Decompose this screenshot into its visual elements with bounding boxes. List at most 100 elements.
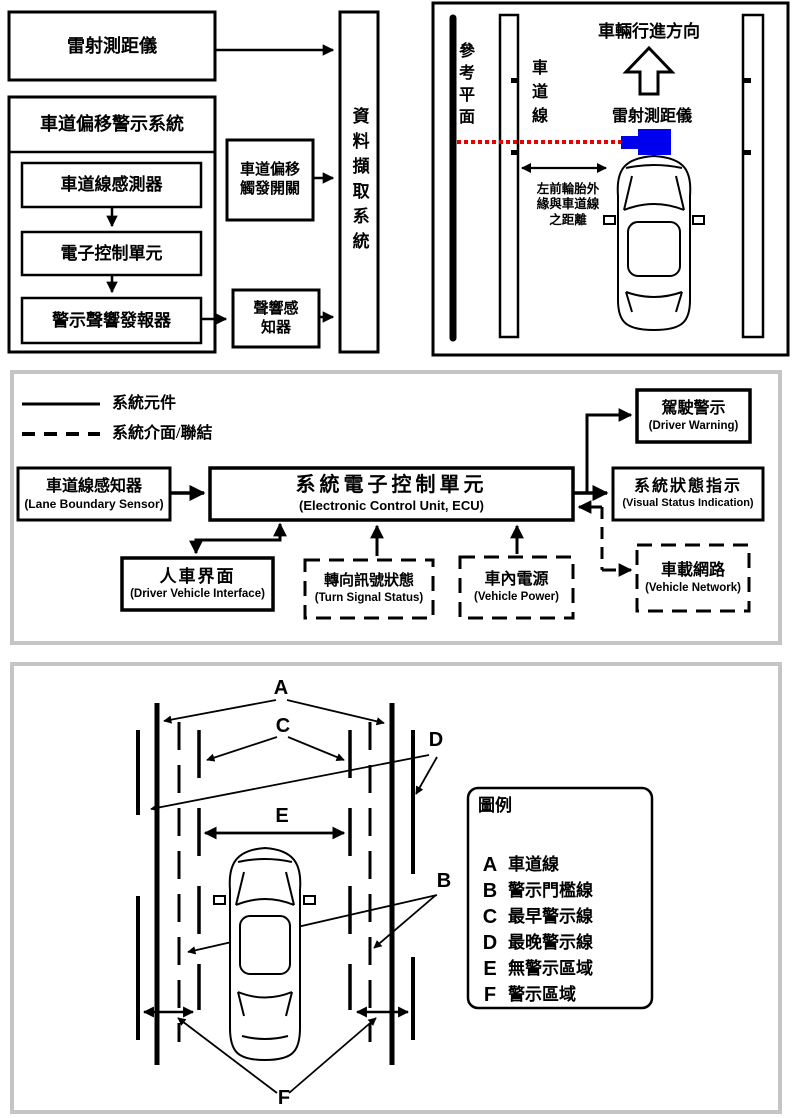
- tss-label: 轉向訊號狀態 (Turn Signal Status): [305, 561, 433, 617]
- ecu-en: (Electronic Control Unit, ECU): [299, 498, 484, 514]
- laser-box: [7, 10, 217, 82]
- vsi-label: 系統狀態指示 (Visual Status Indication): [613, 469, 763, 519]
- vsi-zh: 系統狀態指示: [633, 478, 742, 496]
- sound-line2: 知器: [260, 319, 291, 336]
- lbs-box: [16, 466, 172, 522]
- vp-label: 車內電源 (Vehicle Power): [460, 558, 573, 617]
- callout-a: A: [273, 676, 289, 699]
- legend-solid-label: 系統元件: [112, 395, 177, 412]
- scene-laser-label: 雷射測距儀: [611, 108, 692, 125]
- callout-f-line-right: [288, 1017, 377, 1094]
- top-scene: [431, 1, 790, 357]
- lane-sensor-label: 車道線感測器: [60, 175, 163, 195]
- car-mirror-right: [692, 215, 705, 225]
- legend-dashed-label: 系統介面/聯結: [112, 425, 213, 442]
- sound-sensor-box: [231, 288, 321, 349]
- lane-legend-title: 圖例: [478, 796, 512, 816]
- legend-key-d: D: [482, 931, 498, 954]
- callout-d-line-left: [150, 754, 430, 812]
- distance-line2: 緣與車道線: [536, 197, 600, 212]
- car-hood-line: [625, 164, 683, 169]
- callout-f: F: [277, 1086, 291, 1109]
- callout-b: B: [436, 869, 452, 892]
- laser-head: [621, 136, 638, 149]
- lane-tick: [744, 150, 751, 155]
- car-pillar: [675, 175, 685, 211]
- distance-note: 左前輪胎外 緣與車道線 之距離: [518, 177, 618, 233]
- alarm-label: 警示聲響發報器: [52, 310, 171, 330]
- trigger-switch-box: [225, 138, 315, 222]
- lbs-en: (Lane Boundary Sensor): [24, 496, 164, 511]
- dvi-zh: 人車界面: [159, 567, 236, 587]
- dw-en: (Driver Warning): [648, 419, 739, 432]
- car-windshield: [235, 898, 295, 906]
- vn-box: [635, 543, 751, 613]
- laser-box-label: 雷射測距儀: [67, 35, 157, 56]
- vp-zh: 車內電源: [484, 571, 549, 589]
- car-trunk-line: [241, 1035, 289, 1040]
- link-ecu-dvi: [189, 522, 287, 555]
- ldw-system-title: 車道偏移警示系統: [40, 114, 184, 135]
- car-windshield: [623, 203, 685, 211]
- tss-zh: 轉向訊號狀態: [323, 573, 414, 590]
- callout-c-line-right: [287, 736, 345, 761]
- callout-a-line-right: [286, 699, 385, 726]
- arrow-ecu-to-dw: [585, 408, 633, 493]
- vp-box: [458, 555, 575, 620]
- car-hood-line: [237, 858, 293, 863]
- driver-warning-box: [635, 388, 752, 444]
- callout-c-line-left: [206, 736, 278, 762]
- lane-tick: [511, 78, 518, 83]
- top-flowchart: [7, 10, 380, 354]
- car-top-view: [603, 154, 705, 332]
- daq-box: [338, 10, 380, 354]
- vsi-box: [611, 466, 765, 522]
- left-lane-marking: [498, 13, 520, 339]
- callout-d: D: [428, 728, 444, 751]
- car-mirror-left: [213, 895, 226, 905]
- legend-key-a: A: [482, 853, 498, 876]
- legend-key-f: F: [483, 983, 497, 1006]
- laser-device: [638, 129, 671, 155]
- ecu-label: 電子控制單元: [60, 243, 163, 263]
- car-pillar: [623, 175, 633, 211]
- dvi-en: (Driver Vehicle Interface): [130, 588, 265, 601]
- car-roof: [239, 915, 291, 975]
- car-pillar: [285, 991, 293, 1017]
- car-pillar: [237, 991, 245, 1017]
- car-roof: [627, 221, 681, 277]
- right-lane-marking: [741, 13, 765, 339]
- vsi-en: (Visual Status Indication): [622, 497, 754, 510]
- distance-line1: 左前輪胎外: [536, 181, 600, 196]
- dvi-label: 人車界面 (Driver Vehicle Interface): [122, 559, 273, 609]
- car-mirror-right: [303, 895, 316, 905]
- car-rear-window: [237, 991, 293, 999]
- legend-key-b: B: [482, 879, 498, 902]
- alarm-box: [20, 296, 203, 345]
- lane-tick: [744, 78, 751, 83]
- legend-label-a: 車道線: [508, 855, 559, 875]
- lane-tick: [511, 150, 518, 155]
- callout-a-line-left: [163, 699, 277, 724]
- legend-label-d: 最晚警示線: [508, 933, 593, 953]
- tss-box: [303, 558, 435, 620]
- reference-plane-label: 參考平面: [456, 42, 473, 130]
- sound-line1: 聲響感: [253, 300, 299, 317]
- lane-line-label: 車道線: [529, 59, 546, 131]
- car-mirror-left: [603, 215, 616, 225]
- heading-label: 車輛行進方向: [598, 22, 700, 42]
- car-pillar: [285, 871, 295, 906]
- vp-en: (Vehicle Power): [473, 591, 559, 604]
- car-pillar: [235, 871, 245, 906]
- legend-box: [466, 786, 654, 1010]
- callout-b-line-right: [373, 894, 437, 949]
- tss-en: (Turn Signal Status): [314, 592, 424, 605]
- car-pillar: [675, 291, 683, 313]
- legend-key-e: E: [483, 957, 497, 980]
- lbs-zh: 車道線感知器: [45, 477, 142, 495]
- scene-frame: [431, 1, 790, 357]
- daq-label: 資料擷取系統: [349, 107, 369, 257]
- driver-warning-label: 駕駛警示 (Driver Warning): [637, 391, 750, 441]
